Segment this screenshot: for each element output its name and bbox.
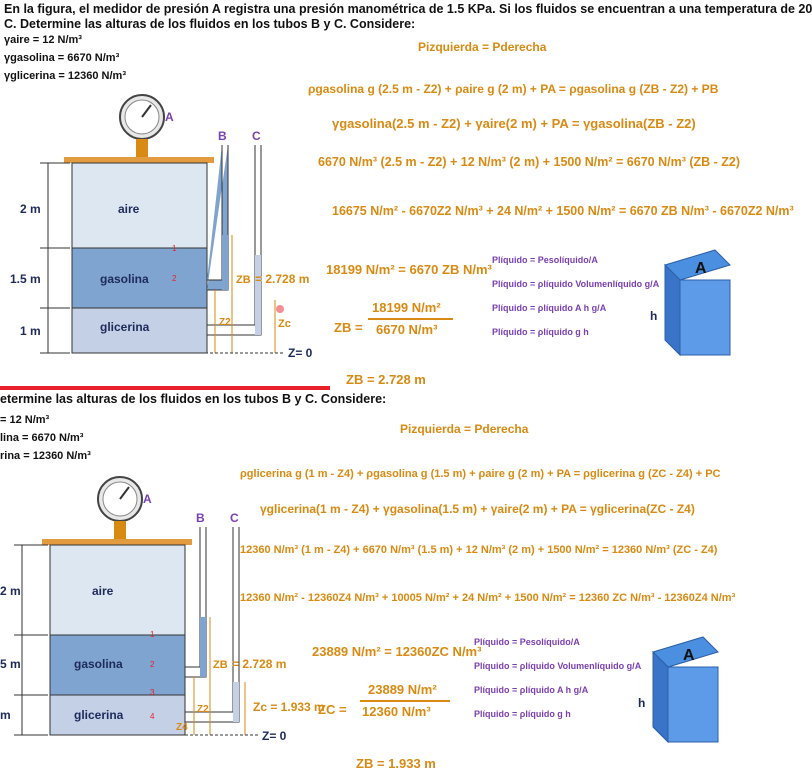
problem-statement-line2: C. Determine las alturas de los fluidos … [4,17,416,31]
zero-level-label: Z= 0 [288,346,313,360]
given-gamma-glycerin-cut: rina = 12360 N/m³ [0,450,91,462]
problem-statement-line1: En la figura, el medidor de presión A re… [4,2,812,16]
given-gamma-glycerin: γglicerina = 12360 N/m³ [4,70,126,82]
prism-figure: A h [650,249,731,357]
pressure-notes-bottom: Plíquido = Pesolíquido/A Plíquido = ρlíq… [474,637,642,719]
height-gasoline-cut: 5 m [0,657,21,671]
equation-top-6-den: 6670 N/m³ [376,322,438,337]
equation-bottom-6-den: 12360 N/m³ [362,704,431,719]
height-air-cut: 2 m [0,584,21,598]
zb-value: = 2.728 m [232,657,286,671]
height-air: 2 m [20,202,41,216]
area-label: A [683,647,695,664]
height-label: h [638,696,645,710]
result-zb: ZB = 2.728 m [346,372,426,387]
result-zc: ZB = 1.933 m [356,756,436,771]
zero-level-label: Z= 0 [262,729,287,743]
pressure-gauge-icon [119,94,165,157]
point-1: 1 [150,630,155,639]
zc-value: Zc = 1.933 m [253,700,325,714]
layer-air-label: aire [92,584,114,598]
equation-top-5: 18199 N/m² = 6670 ZB N/m³ [326,262,492,277]
prism-figure: A h [638,636,719,744]
layer-air-label: aire [118,202,140,216]
gauge-label: A [143,492,152,506]
layer-gasoline-label: gasolina [74,657,123,671]
zb-label: ZB [236,274,251,286]
point-2: 2 [172,274,177,283]
given-gamma-gasoline-cut: lina = 6670 N/m³ [0,432,84,444]
given-gamma-gasoline: γgasolina = 6670 N/m³ [4,52,120,64]
gauge-label: A [165,110,174,124]
equation-bottom-3: 12360 N/m³ (1 m - Z4) + 6670 N/m³ (1.5 m… [240,544,718,556]
z2-label: Z2 [197,704,209,715]
equation-top-4: 16675 N/m² - 6670Z2 N/m³ + 24 N/m² + 150… [332,204,794,218]
equation-top-3: 6670 N/m³ (2.5 m - Z2) + 12 N/m³ (2 m) +… [318,155,741,169]
point-3: 3 [150,688,155,697]
layer-gasoline-label: gasolina [100,272,149,286]
bottom-panel: etermine las alturas de los fluidos en l… [0,392,737,777]
equation-top-1: ρgasolina g (2.5 m - Z2) + ρaire g (2 m)… [308,82,719,96]
height-label: h [650,309,657,323]
tube-b-label: B [218,129,227,143]
area-label: A [695,260,707,277]
tube-b-label: B [196,511,205,525]
layer-glycerin-label: glicerina [74,708,124,722]
equation-bottom-2: γglicerina(1 m - Z4) + γgasolina(1.5 m) … [260,502,695,516]
top-panel: En la figura, el medidor de presión A re… [0,0,812,390]
zb-label: ZB [213,659,228,671]
equation-bottom-6-num: 23889 N/m² [368,682,437,697]
tank-figure: A aire gasolina glicerina 2 m 1.5 m 1 m … [10,94,313,360]
point-4: 4 [150,712,155,721]
equation-bottom-1: ρglicerina g (1 m - Z4) + ρgasolina g (1… [240,468,721,480]
problem-statement-cut: etermine las alturas de los fluidos en l… [0,392,387,406]
given-gamma-air: γaire = 12 N/m³ [4,34,82,46]
z4-label: Z4 [176,722,188,733]
equation-bottom-5: 23889 N/m² = 12360ZC N/m³ [312,644,482,659]
tube-c-label: C [252,129,261,143]
tank-figure-bottom: A aire gasolina glicerina 2 m 5 m m B C … [0,476,325,743]
equation-bottom-4: 12360 N/m² - 12360Z4 N/m³ + 10005 N/m² +… [240,592,736,604]
equation-top-2: γgasolina(2.5 m - Z2) + γaire(2 m) + PA … [332,116,696,131]
pressure-gauge-icon [97,476,143,539]
z2-label: Z2 [219,317,231,328]
tube-c-label: C [230,511,239,525]
zc-label: Zc [278,318,291,330]
layer-glycerin-label: glicerina [100,320,150,334]
height-glycerin: 1 m [20,324,41,338]
height-gasoline: 1.5 m [10,272,41,286]
given-gamma-air-cut: = 12 N/m³ [0,414,50,426]
pressure-balance: Pizquierda = Pderecha [400,422,529,436]
equation-top-6-lhs: ZB = [334,320,363,335]
point-2: 2 [150,660,155,669]
pressure-balance: Pizquierda = Pderecha [418,40,547,54]
equation-bottom-6-lhs: ZC = [318,702,347,717]
point-1: 1 [172,244,177,253]
red-divider [0,386,330,390]
pressure-notes-top: Plíquido = Pesolíquido/A Plíquido = ρlíq… [492,255,660,337]
equation-top-6-num: 18199 N/m² [372,300,441,315]
height-glycerin-cut: m [0,708,11,722]
zb-value: = 2.728 m [255,272,309,286]
